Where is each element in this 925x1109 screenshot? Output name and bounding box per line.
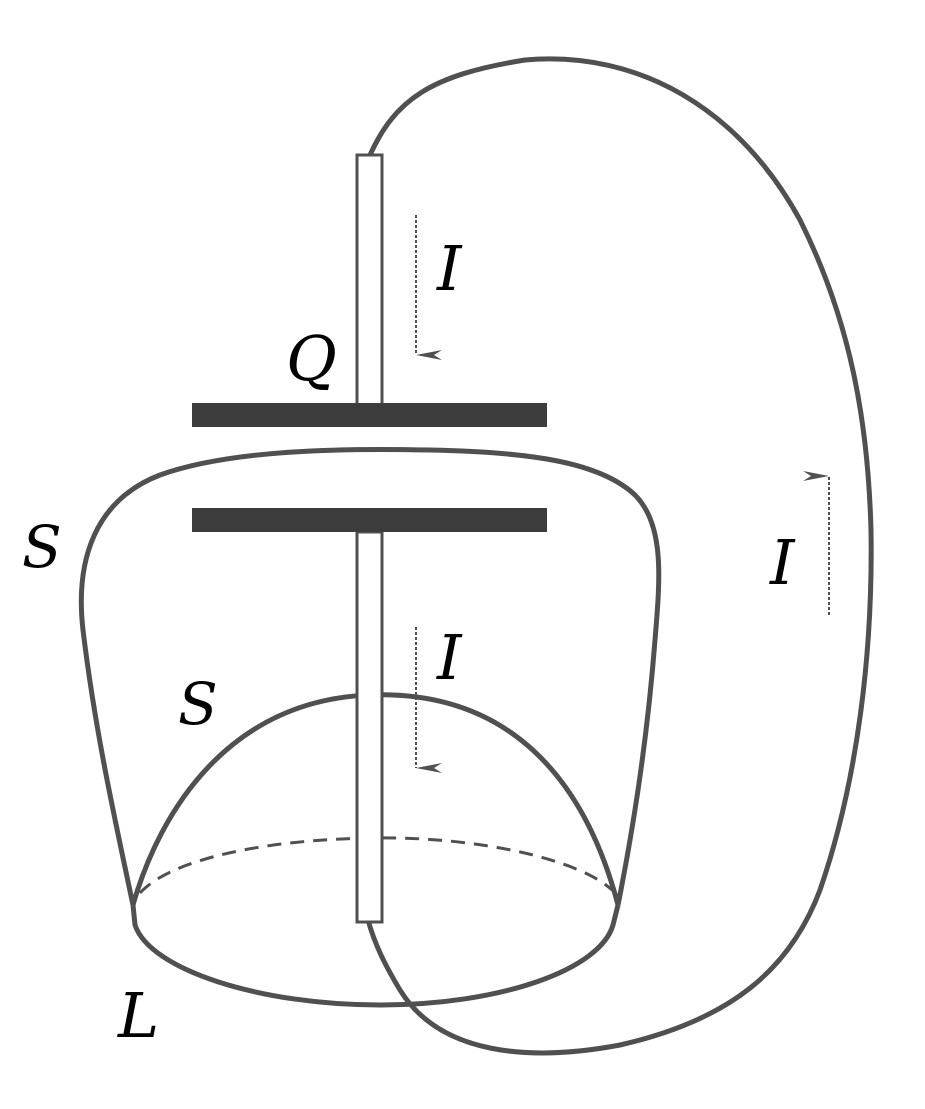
upper-wire <box>355 153 384 407</box>
circuit-wire <box>365 56 874 1056</box>
surface-label-inner: S <box>178 670 218 738</box>
current-label-return: I <box>770 526 795 599</box>
upper-capacitor-plate <box>192 403 547 427</box>
current-label-lower: I <box>437 621 462 694</box>
charge-label-q: Q <box>286 322 337 395</box>
lower-wire <box>355 530 384 924</box>
lower-capacitor-plate <box>192 508 547 532</box>
loop-label-l: L <box>118 979 160 1052</box>
loop-l-front <box>130 904 621 1008</box>
current-label-top: I <box>437 232 462 305</box>
surface-label-outer: S <box>22 513 62 581</box>
outer-surface-s <box>78 446 662 906</box>
